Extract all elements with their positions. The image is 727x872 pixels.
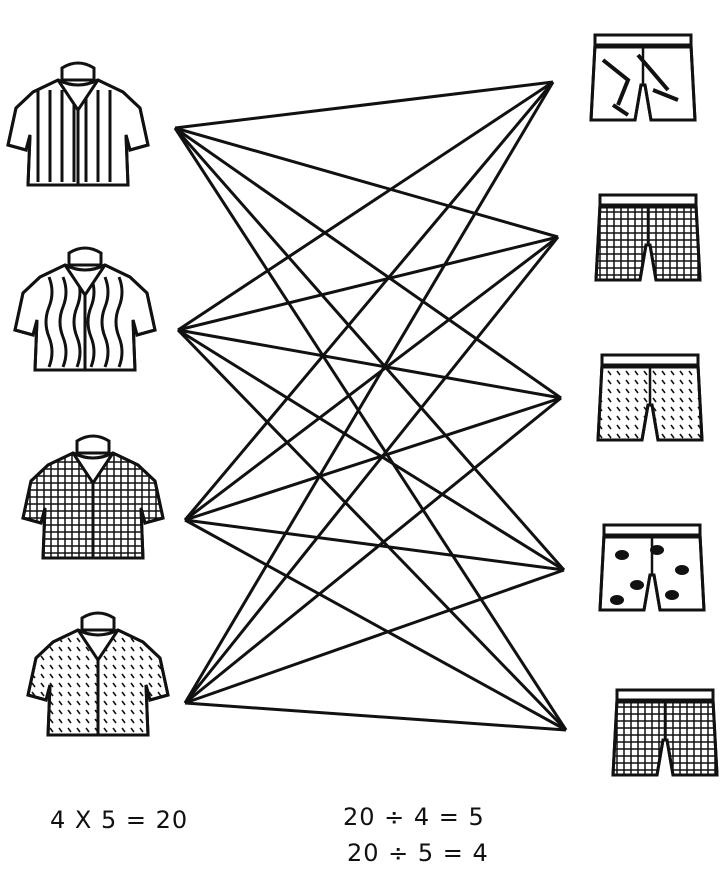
equation-quotient-shorts: 20 ÷ 5 = 4 [347, 839, 489, 867]
equation-quotient-shirts: 20 ÷ 4 = 5 [343, 803, 485, 831]
paisley-spot [615, 550, 629, 560]
shirt-4 [28, 613, 170, 735]
shorts-3 [598, 355, 702, 440]
shorts-2 [593, 195, 703, 282]
paisley-spot [630, 580, 644, 590]
connection-line [185, 237, 558, 520]
connection-line [178, 82, 553, 330]
equation-product: 4 X 5 = 20 [50, 806, 188, 834]
connection-line [178, 237, 558, 330]
connection-line [185, 520, 566, 730]
connection-line [178, 330, 564, 570]
hanger-neck [82, 613, 114, 630]
shirt-1 [8, 63, 148, 185]
hanger-neck [62, 63, 94, 80]
shorts-1 [591, 35, 695, 120]
shirt-3 [23, 436, 163, 558]
connection-lines [175, 82, 566, 730]
shirt-2 [15, 248, 155, 370]
connection-line [175, 128, 566, 730]
shorts-4 [600, 525, 704, 610]
shorts-column [591, 35, 720, 777]
shorts-5 [610, 690, 720, 777]
paisley-spot [675, 565, 689, 575]
hanger-neck [69, 248, 101, 265]
paisley-spot [610, 595, 624, 605]
paisley-spot [665, 590, 679, 600]
connection-line [185, 570, 564, 703]
shirts-column [8, 63, 170, 735]
connection-line [185, 703, 566, 730]
connection-line [185, 520, 564, 570]
hanger-neck [77, 436, 109, 453]
